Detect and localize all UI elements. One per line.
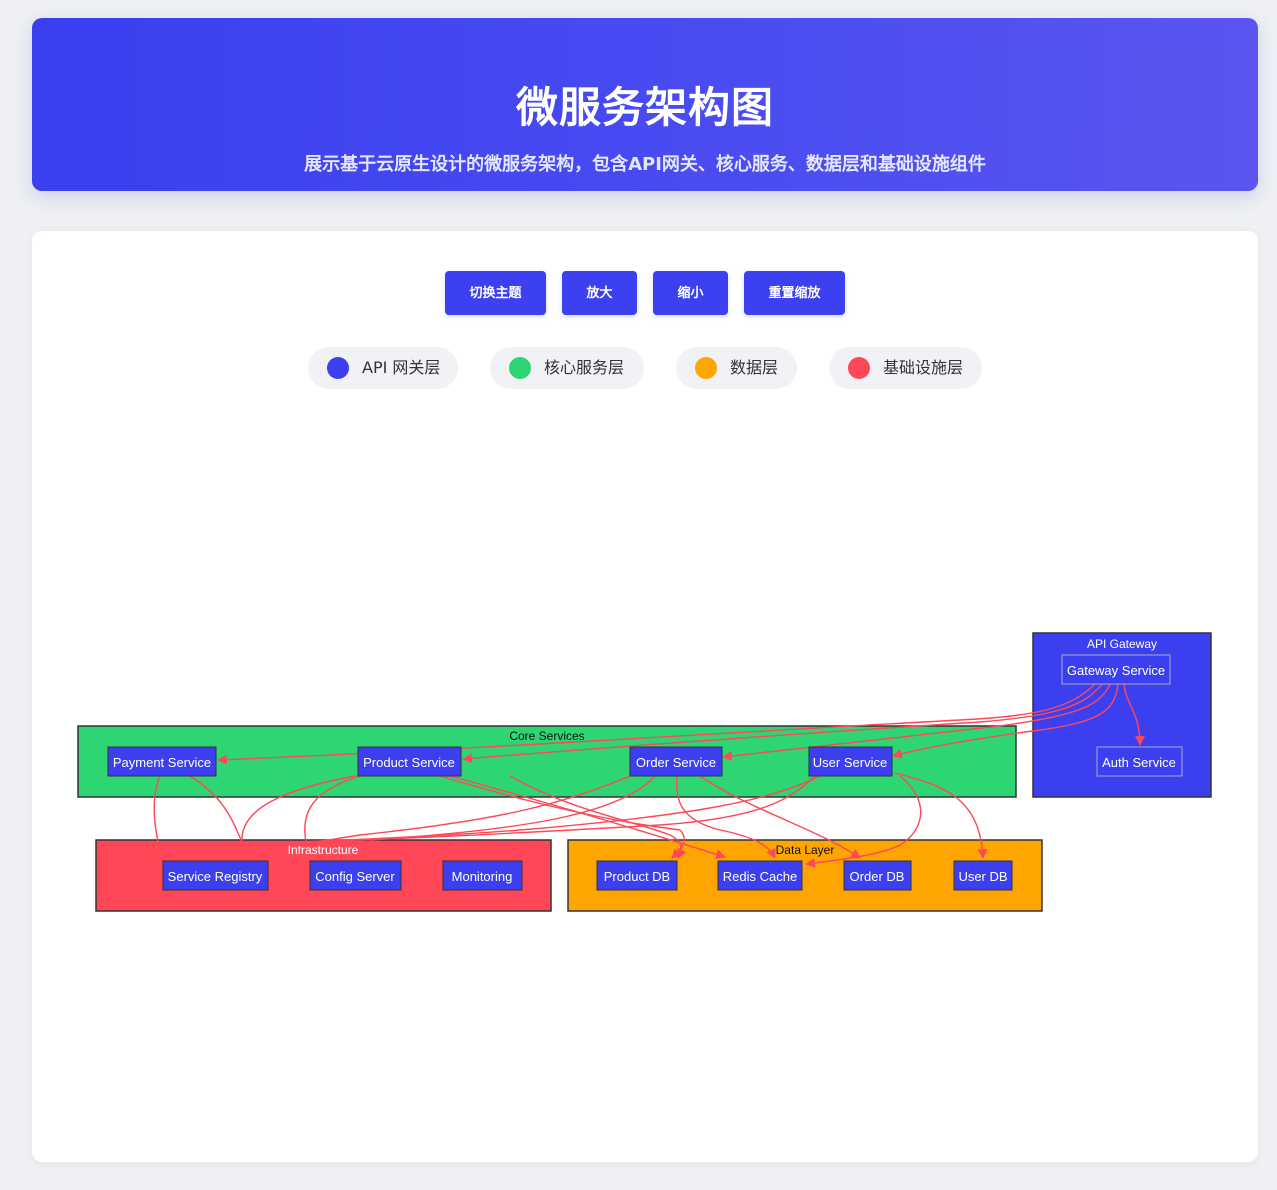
legend-label-gateway: API 网关层 xyxy=(362,358,441,377)
legend-item-data: 数据层 xyxy=(676,347,797,389)
legend-label-infra: 基础设施层 xyxy=(883,358,964,377)
diagram-panel: 切换主题 放大 缩小 重置缩放 API 网关层 核心服务层 数据层 基础设施层 xyxy=(32,231,1258,1162)
legend-item-core: 核心服务层 xyxy=(490,347,644,389)
legend-item-gateway: API 网关层 xyxy=(308,347,458,389)
legend-item-infra: 基础设施层 xyxy=(829,347,982,389)
legend-dot-gateway xyxy=(327,357,349,379)
zoom-out-button[interactable]: 缩小 xyxy=(653,271,728,315)
legend-dot-core xyxy=(509,357,531,379)
legend-dot-infra xyxy=(848,357,870,379)
legend-dot-data xyxy=(695,357,717,379)
reset-zoom-button[interactable]: 重置缩放 xyxy=(744,271,845,315)
page-header: 微服务架构图 展示基于云原生设计的微服务架构，包含API网关、核心服务、数据层和… xyxy=(32,18,1258,191)
legend-label-data: 数据层 xyxy=(730,358,779,377)
page-title: 微服务架构图 xyxy=(515,83,774,132)
page-subtitle: 展示基于云原生设计的微服务架构，包含API网关、核心服务、数据层和基础设施组件 xyxy=(304,154,986,175)
legend-label-core: 核心服务层 xyxy=(544,358,625,377)
zoom-in-button[interactable]: 放大 xyxy=(562,271,637,315)
toggle-theme-button[interactable]: 切换主题 xyxy=(445,271,546,315)
